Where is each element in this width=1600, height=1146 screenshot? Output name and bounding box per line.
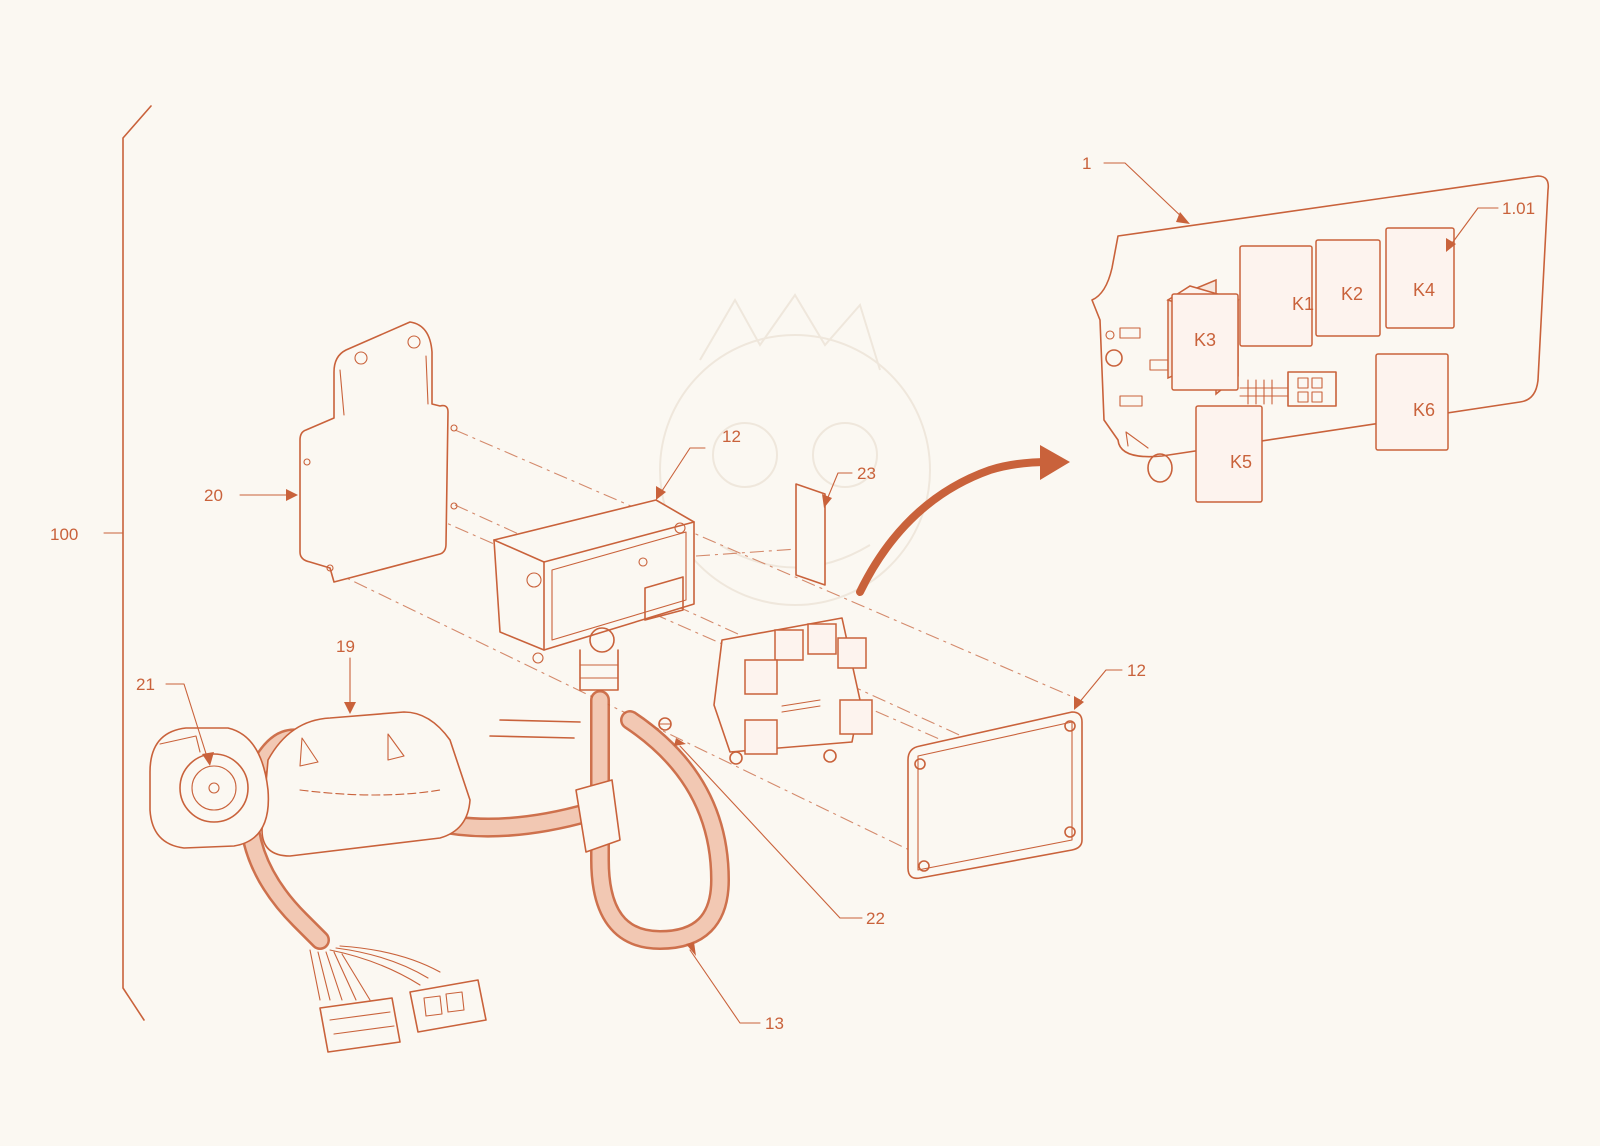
callout-12-lid: 12 (1127, 661, 1146, 680)
small-relay-board (713, 617, 873, 765)
screw (658, 717, 672, 731)
relay-k3-label: K3 (1194, 330, 1216, 350)
callout-1-01: 1.01 (1502, 199, 1535, 218)
assembly-bracket (103, 105, 152, 1021)
relay-board-detail: K3 K1 K2 K4 K6 K5 (1091, 175, 1550, 503)
relay-k6-label: K6 (1413, 400, 1435, 420)
callout-1: 1 (1082, 154, 1091, 173)
callout-labels: 100 20 12 23 12 19 21 22 13 1 1.01 (50, 154, 1535, 1033)
relay-k5-label: K5 (1230, 452, 1252, 472)
relay-k6: K6 (1375, 353, 1449, 451)
callout-100: 100 (50, 525, 78, 544)
label-sticker (795, 483, 826, 586)
enclosure-box (493, 499, 695, 691)
relay-k1-label: K1 (1292, 294, 1314, 314)
relay-k4-label: K4 (1413, 280, 1435, 300)
callout-leaders (165, 162, 1499, 1024)
relay-k5: K5 (1195, 405, 1263, 503)
callout-22: 22 (866, 909, 885, 928)
callout-12-box: 12 (722, 427, 741, 446)
socket-plug (149, 727, 270, 849)
relay-k1: K1 (1239, 245, 1314, 347)
relay-k2-label: K2 (1341, 284, 1363, 304)
callout-19: 19 (336, 637, 355, 656)
callout-13: 13 (765, 1014, 784, 1033)
relay-k4: K4 (1385, 227, 1455, 329)
detail-arrow (856, 445, 1070, 596)
enclosure-lid (907, 711, 1083, 880)
relay-k2: K2 (1315, 239, 1381, 337)
background-watermark (659, 293, 931, 606)
harness-connectors (309, 945, 487, 1053)
relay-k3: K3 (1166, 278, 1240, 396)
mounting-plate (299, 321, 458, 583)
callout-20: 20 (204, 486, 223, 505)
center-connector (1239, 371, 1337, 407)
cable-cover (261, 711, 471, 857)
callout-21: 21 (136, 675, 155, 694)
callout-23: 23 (857, 464, 876, 483)
